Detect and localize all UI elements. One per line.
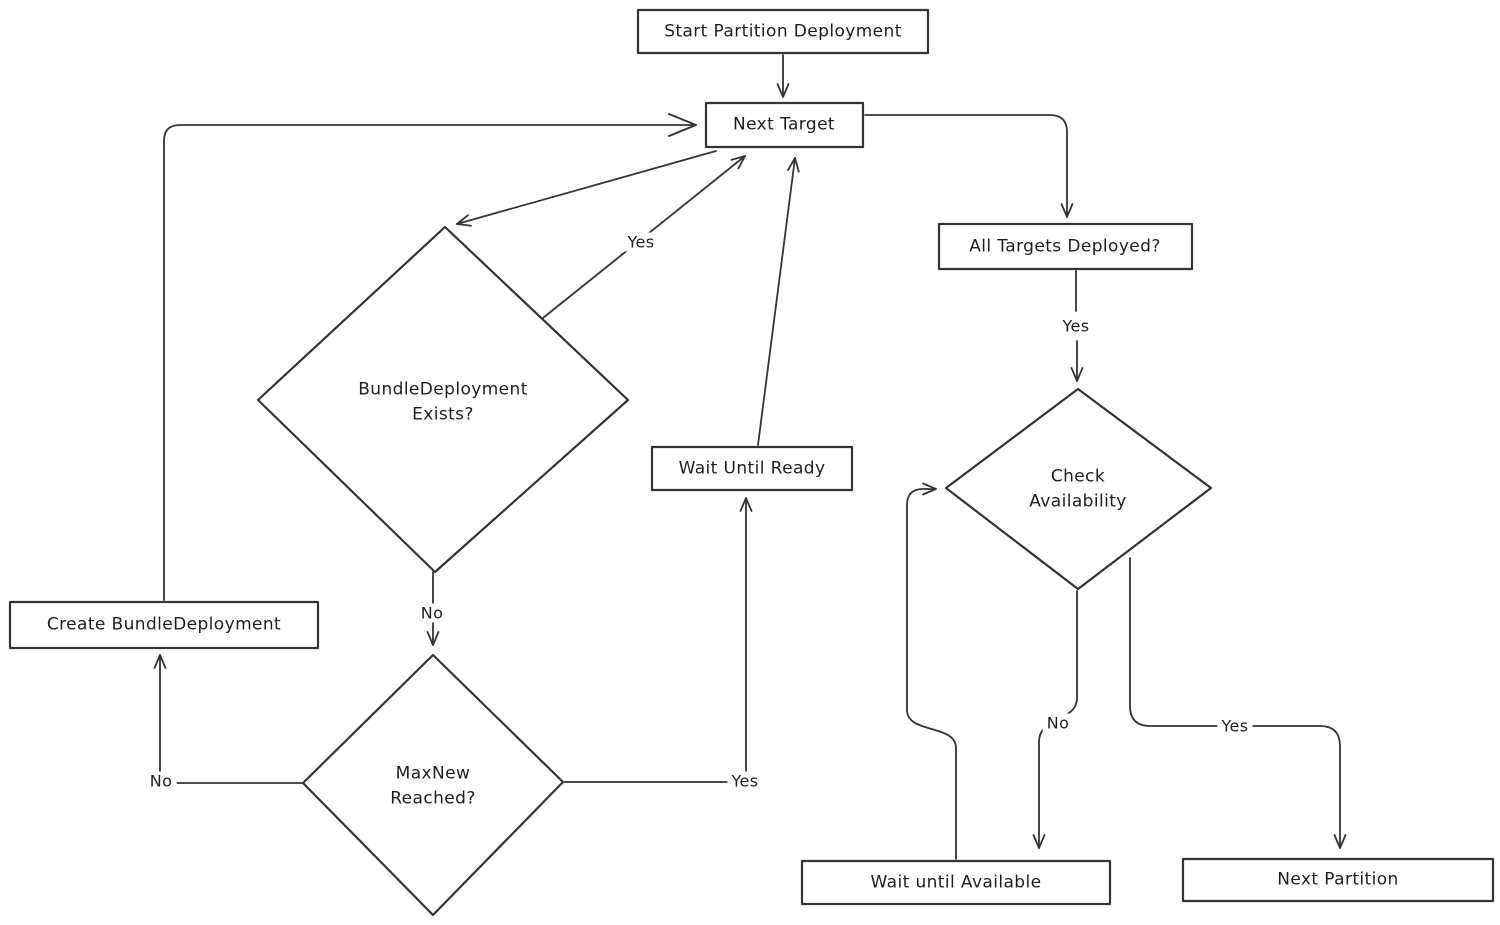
edge-check-availability-yes-to-next-partition <box>1129 557 1347 849</box>
edge-wait-available-to-check-availability <box>906 482 957 860</box>
edge-next-target-to-bundle-exists <box>456 150 717 227</box>
create-bundle-deployment-node-box <box>8 600 320 650</box>
edge-bundle-exists-yes-to-next-target <box>542 155 746 319</box>
edge-all-targets-yes-to-check-availability <box>1076 270 1077 381</box>
next-partition-node-box <box>1181 857 1495 903</box>
edge-next-target-to-all-targets <box>864 114 1074 218</box>
maxnew-reached-diamond <box>301 653 565 917</box>
edge-check-availability-no-to-wait-available <box>1032 590 1078 849</box>
bundle-deployment-exists-diamond <box>256 225 630 574</box>
check-availability-diamond <box>944 387 1213 591</box>
edge-wait-ready-to-next-target <box>757 157 800 446</box>
wait-until-available-node-box <box>800 859 1112 906</box>
wait-until-ready-node-box <box>650 445 854 492</box>
node-layer <box>8 8 1495 917</box>
start-node-box <box>636 8 930 55</box>
edge-maxnew-yes-to-wait-ready <box>562 497 753 783</box>
next-target-node-box <box>704 101 865 149</box>
edge-create-bundle-to-next-target <box>163 113 697 601</box>
edge-maxnew-no-to-create-bundle <box>153 654 304 784</box>
all-targets-deployed-node-box <box>937 222 1194 271</box>
